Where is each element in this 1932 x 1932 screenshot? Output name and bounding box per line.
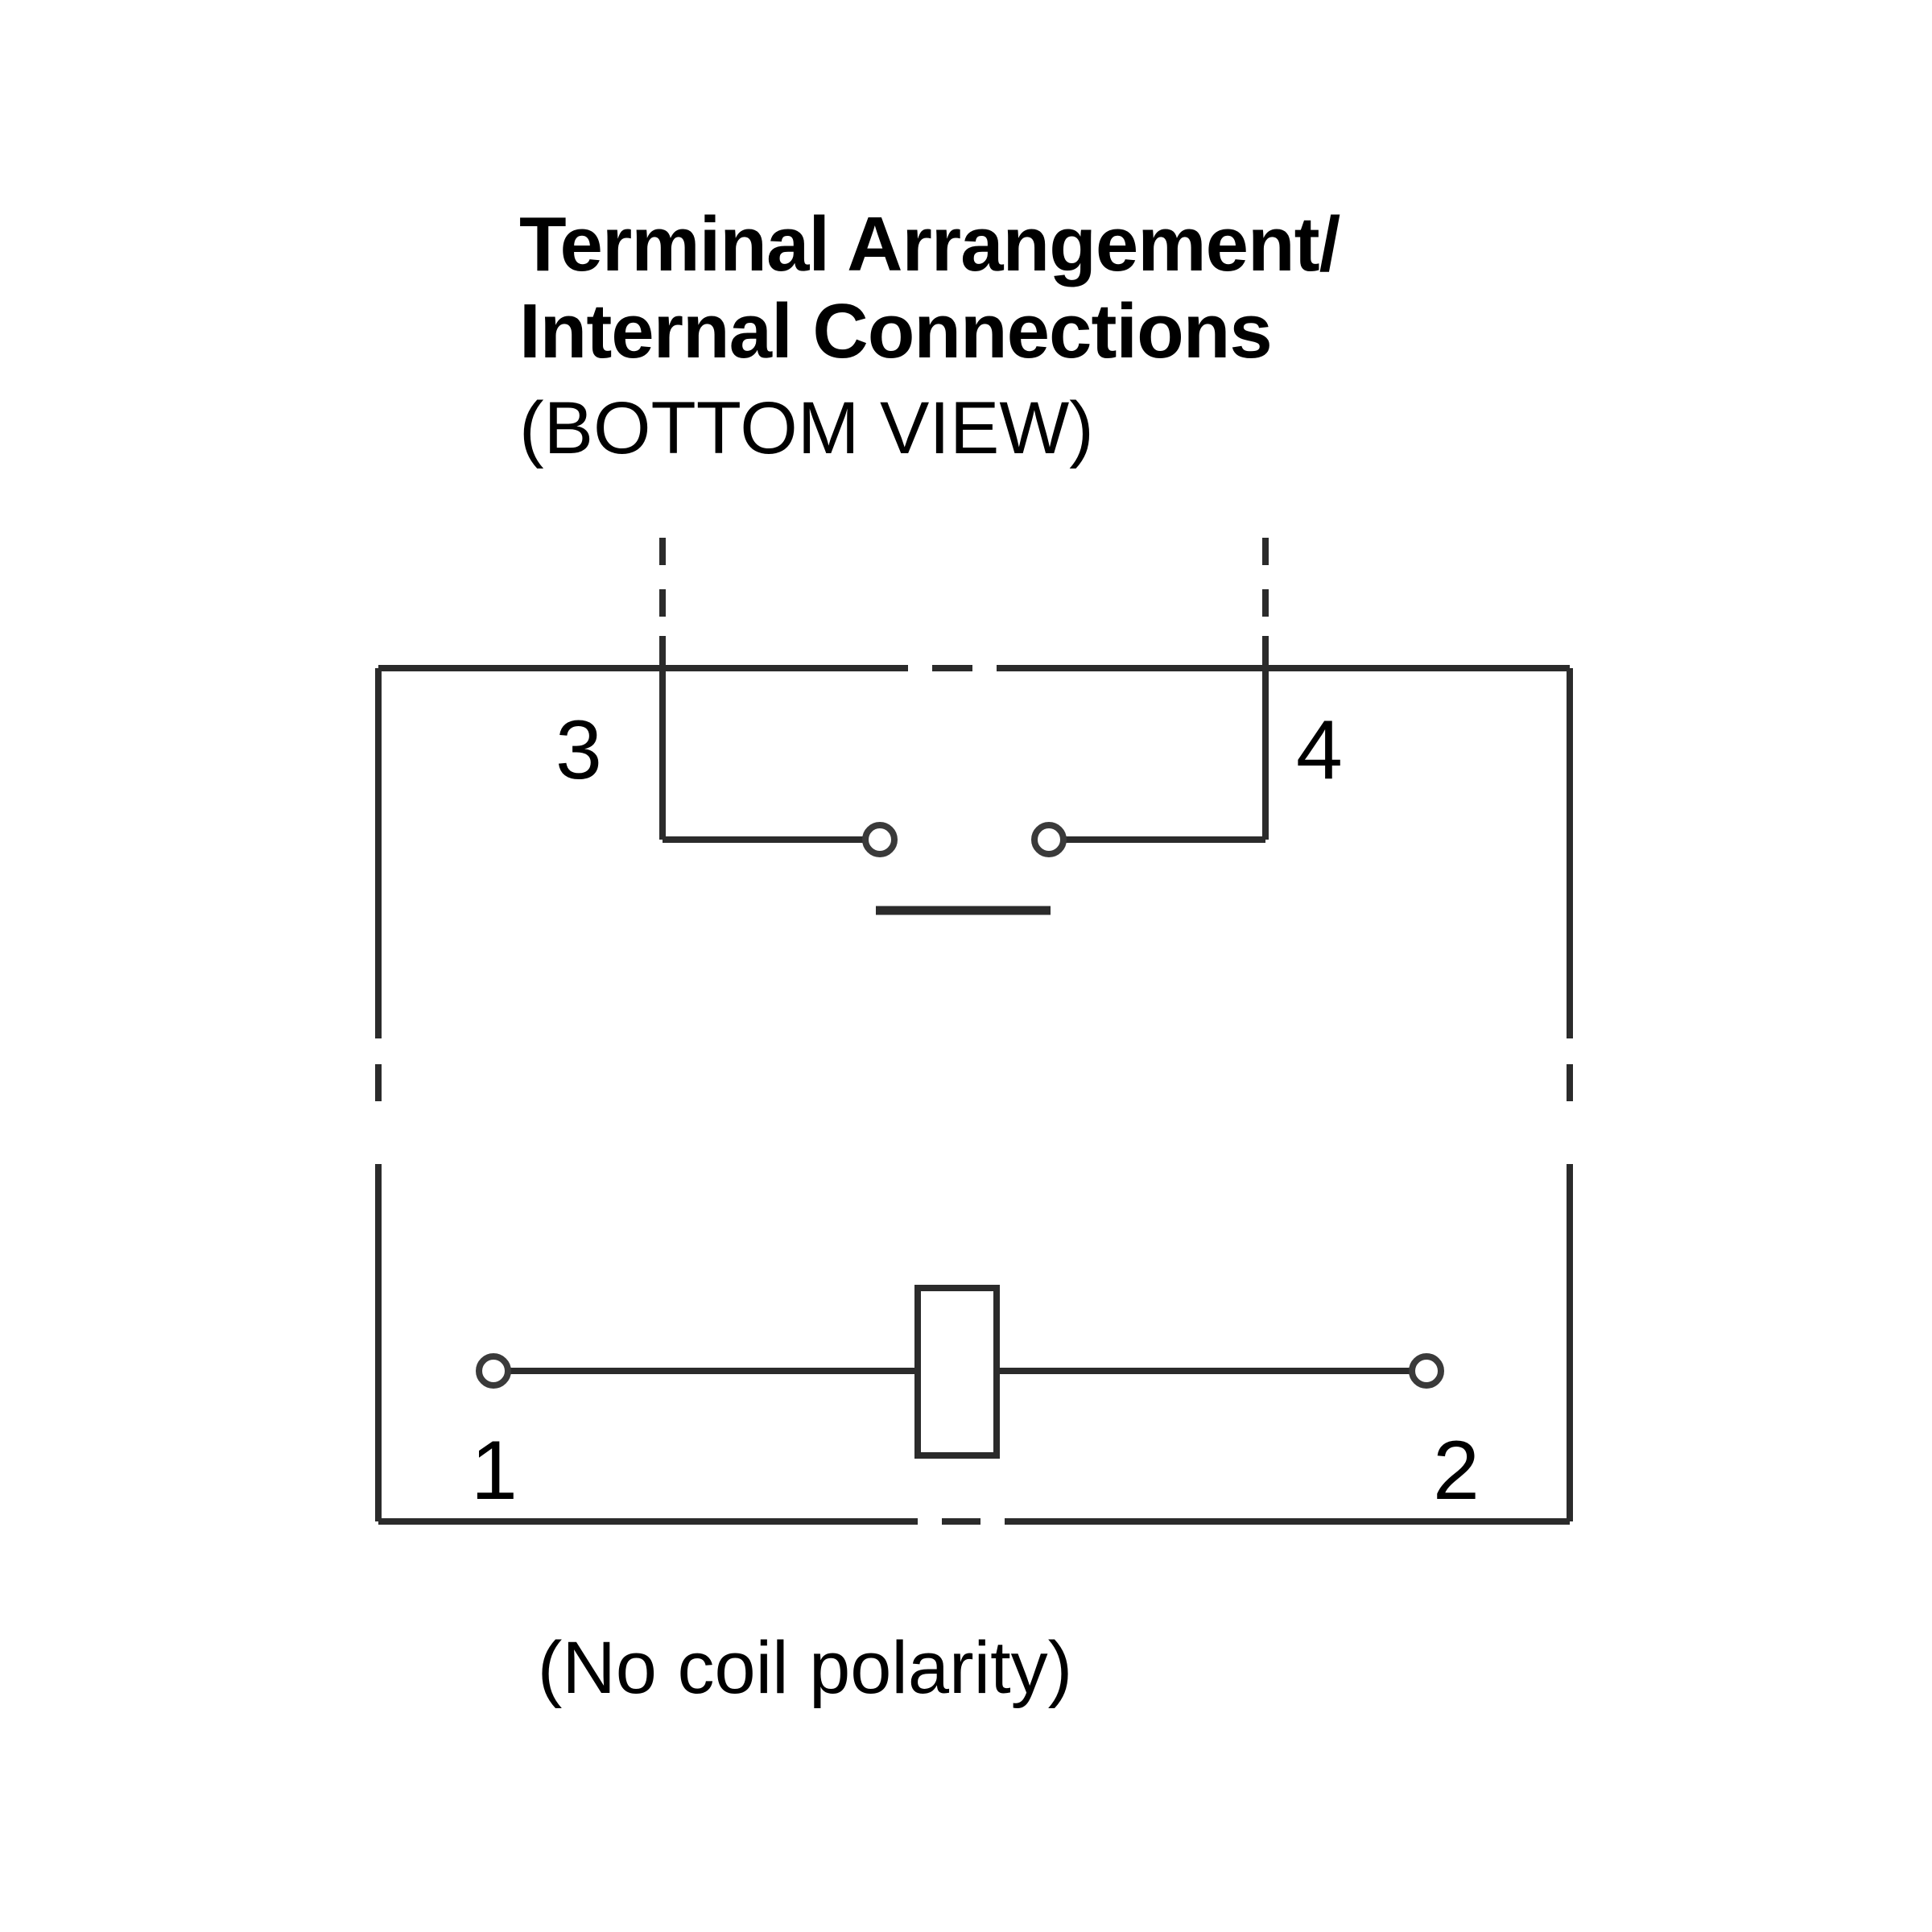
figure-title-block: Terminal Arrangement/ Internal Connectio… bbox=[519, 201, 1646, 470]
contact-point-left-icon bbox=[862, 822, 898, 857]
terminal-label-4: 4 bbox=[1296, 704, 1343, 797]
terminal-label-3: 3 bbox=[555, 704, 602, 797]
terminal-3-lead bbox=[659, 538, 865, 843]
figure-subtitle-bottom-view: (BOTTOM VIEW) bbox=[519, 387, 1094, 470]
terminal-4-lead bbox=[1063, 538, 1269, 843]
figure-title-line-2: Internal Connections bbox=[519, 287, 1273, 374]
terminal-2-point-icon bbox=[1409, 1353, 1444, 1389]
terminal-label-1: 1 bbox=[471, 1424, 518, 1517]
figure-title-line-1: Terminal Arrangement/ bbox=[519, 201, 1340, 287]
figure-caption: (No coil polarity) bbox=[0, 1626, 1932, 1711]
contact-point-right-icon bbox=[1031, 822, 1067, 857]
coil-body-rect bbox=[914, 1285, 1000, 1459]
terminal-label-2: 2 bbox=[1433, 1424, 1480, 1517]
figure-caption-text: (No coil polarity) bbox=[537, 1627, 1073, 1709]
relay-case-outline bbox=[375, 665, 1573, 1525]
terminal-1-point-icon bbox=[476, 1353, 511, 1389]
